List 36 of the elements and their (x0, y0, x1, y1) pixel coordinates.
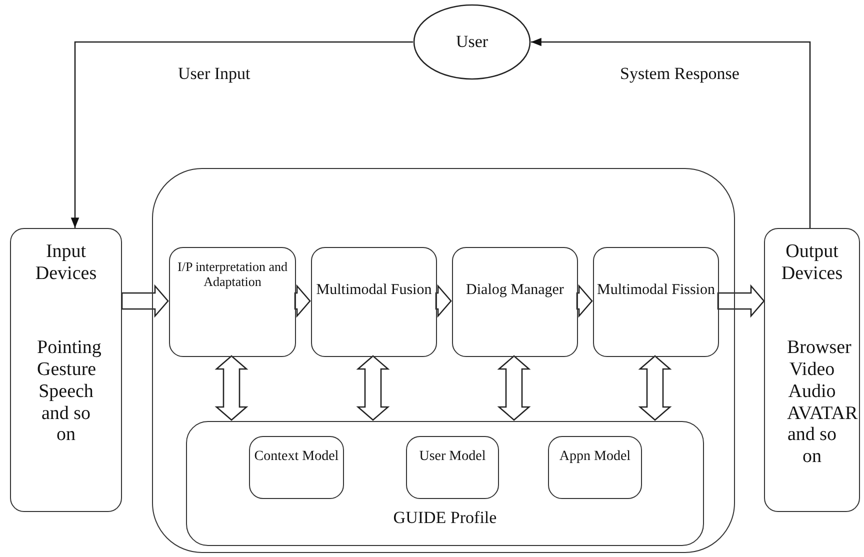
process-box (764, 228, 860, 512)
node-label: User Model (418, 449, 487, 466)
arrow (70, 41, 413, 228)
block-arrow (576, 284, 593, 318)
node-label: Appn Model (558, 449, 632, 466)
process-box (452, 247, 578, 357)
container-box (152, 168, 735, 553)
arrow (531, 38, 811, 228)
node-label: Multimodal Fission (596, 282, 716, 300)
device-list: Pointing Gesture Speech and so on (11, 337, 121, 446)
process-box (593, 247, 719, 357)
node-label: Context Model (253, 449, 340, 466)
process-box (10, 228, 122, 512)
process-box (406, 436, 499, 499)
process-box (311, 247, 437, 357)
block-arrow (717, 284, 765, 318)
node-label: Multimodal Fusion (315, 282, 433, 300)
block-arrow (294, 284, 311, 318)
node-label: Dialog Manager (465, 282, 565, 300)
block-arrow (638, 355, 672, 421)
device-heading: Input Devices (34, 241, 98, 285)
device-list: Browser Video Audio AVATAR and so on (765, 337, 859, 468)
ellipse-node (413, 4, 531, 80)
block-arrow (497, 355, 531, 421)
process-box (249, 436, 344, 499)
block-arrow (214, 355, 248, 421)
block-arrow (435, 284, 452, 318)
block-arrow (356, 355, 390, 421)
process-box (169, 247, 296, 357)
block-arrow (121, 284, 169, 318)
process-box (548, 436, 642, 499)
node-label: I/P interpretation and Adaptation (176, 260, 288, 290)
device-heading: Output Devices (780, 241, 844, 285)
node-label: GUIDE Profile (392, 508, 498, 528)
node-label: User (454, 32, 490, 52)
process-box (186, 421, 704, 546)
